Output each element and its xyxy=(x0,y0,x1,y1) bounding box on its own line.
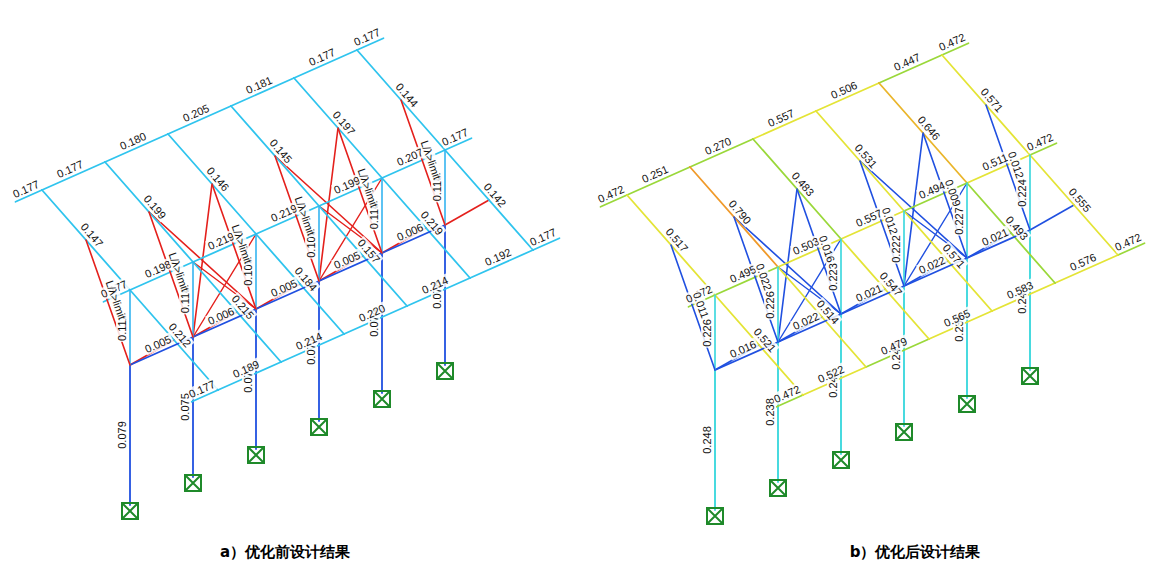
strut-member xyxy=(903,211,905,286)
rafter-member xyxy=(715,295,803,395)
column-member xyxy=(777,342,779,482)
member-ratio: 0.226 xyxy=(701,318,713,348)
figure-caption: a）优化前设计结果 xyxy=(220,543,350,562)
member-ratio: 0.226 xyxy=(764,290,776,320)
strut-member xyxy=(444,150,446,225)
support-symbol xyxy=(122,503,138,519)
support-symbol xyxy=(311,419,327,435)
strut-member xyxy=(192,262,194,337)
member-ratio: 0.224 xyxy=(1016,178,1028,208)
rafter-member xyxy=(445,150,533,250)
column-member xyxy=(966,258,968,398)
brace-member xyxy=(671,245,715,370)
support-symbol xyxy=(959,396,975,412)
column-member xyxy=(903,286,905,426)
brace-member xyxy=(86,240,130,365)
strut-member xyxy=(1029,155,1031,230)
rafter-member xyxy=(193,262,281,362)
column-member xyxy=(840,314,842,454)
rafter-member xyxy=(967,183,1055,283)
member-ratio: 0.248 xyxy=(701,425,713,455)
strut-member xyxy=(381,178,383,253)
rafter-member xyxy=(130,290,218,390)
support-symbol xyxy=(374,391,390,407)
member-ratio: 0.222 xyxy=(890,234,902,264)
member-ratio: 0.079 xyxy=(116,420,128,450)
column-member xyxy=(444,225,446,365)
rafter-member xyxy=(319,206,407,306)
support-symbol xyxy=(437,363,453,379)
support-symbol xyxy=(707,508,723,524)
figure-caption: b）优化后设计结果 xyxy=(850,543,981,562)
strut-member xyxy=(255,234,257,309)
support-symbol xyxy=(248,447,264,463)
strut-member xyxy=(966,183,968,258)
column-member xyxy=(318,281,320,421)
support-symbol xyxy=(896,424,912,440)
support-symbol xyxy=(833,452,849,468)
column-member xyxy=(255,309,257,449)
column-member xyxy=(381,253,383,393)
strut-member xyxy=(129,290,131,365)
brace-member xyxy=(445,200,489,225)
rafter-member xyxy=(382,178,470,278)
strut-member xyxy=(840,239,842,314)
member-ratio: 0.227 xyxy=(953,206,965,236)
strut-member xyxy=(714,295,716,370)
column-member xyxy=(1029,230,1031,370)
rafter-member xyxy=(256,234,344,334)
column-member xyxy=(714,370,716,510)
support-symbol xyxy=(1022,368,1038,384)
rafter-member xyxy=(841,239,929,339)
strut-member xyxy=(777,267,779,342)
rafter-member xyxy=(1030,155,1118,255)
column-member xyxy=(129,365,131,505)
column-member xyxy=(192,337,194,477)
strut-member xyxy=(318,206,320,281)
support-symbol xyxy=(185,475,201,491)
brace-member xyxy=(1030,205,1074,230)
rafter-member xyxy=(904,211,992,311)
rafter-member xyxy=(778,267,866,367)
support-symbol xyxy=(770,480,786,496)
member-ratio: 0.223 xyxy=(827,262,839,292)
